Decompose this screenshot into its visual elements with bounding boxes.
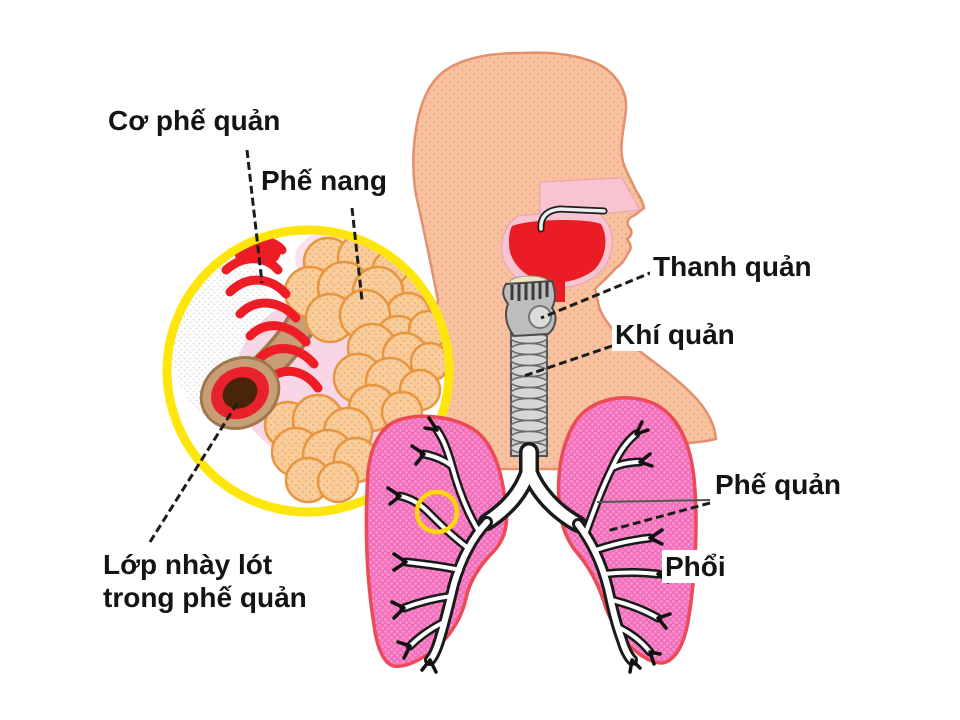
label-larynx: Thanh quản <box>650 250 815 283</box>
leader-trachea <box>523 344 613 378</box>
leader-larynx <box>540 269 656 320</box>
leader-lines <box>148 149 711 543</box>
label-lung: Phổi <box>662 550 729 583</box>
bronchiole-opening <box>199 356 281 430</box>
label-mucus-lining: Lớp nhày lót trong phế quản <box>100 548 310 614</box>
palate-curve <box>539 207 606 231</box>
larynx-highlight <box>528 305 552 329</box>
highlight-circle <box>414 489 460 535</box>
label-alveolus: Phế nang <box>258 164 391 197</box>
leader-bronchial-muscle <box>245 149 264 284</box>
main-bronchi <box>478 442 587 533</box>
leader-mucus-lining <box>148 401 240 543</box>
right-lung <box>556 396 698 665</box>
label-mucus-line2: trong phế quản <box>103 582 307 613</box>
mouth-and-throat <box>501 177 641 302</box>
left-lung <box>364 414 509 668</box>
label-bronchus: Phế quản <box>712 468 845 501</box>
leader-bronchus-horiz <box>596 499 711 503</box>
bronchial-tree-left <box>386 416 493 674</box>
label-bronchial-muscle: Cơ phế quản <box>105 104 284 137</box>
label-trachea: Khí quản <box>612 318 738 351</box>
throat-red <box>508 220 606 283</box>
label-mucus-line1: Lớp nhày lót <box>103 549 273 580</box>
inset-circle <box>162 225 454 517</box>
leader-alveolus <box>350 207 364 301</box>
leader-bronchus-diag <box>606 501 711 533</box>
larynx <box>502 279 557 338</box>
alveoli-cluster <box>263 234 445 504</box>
